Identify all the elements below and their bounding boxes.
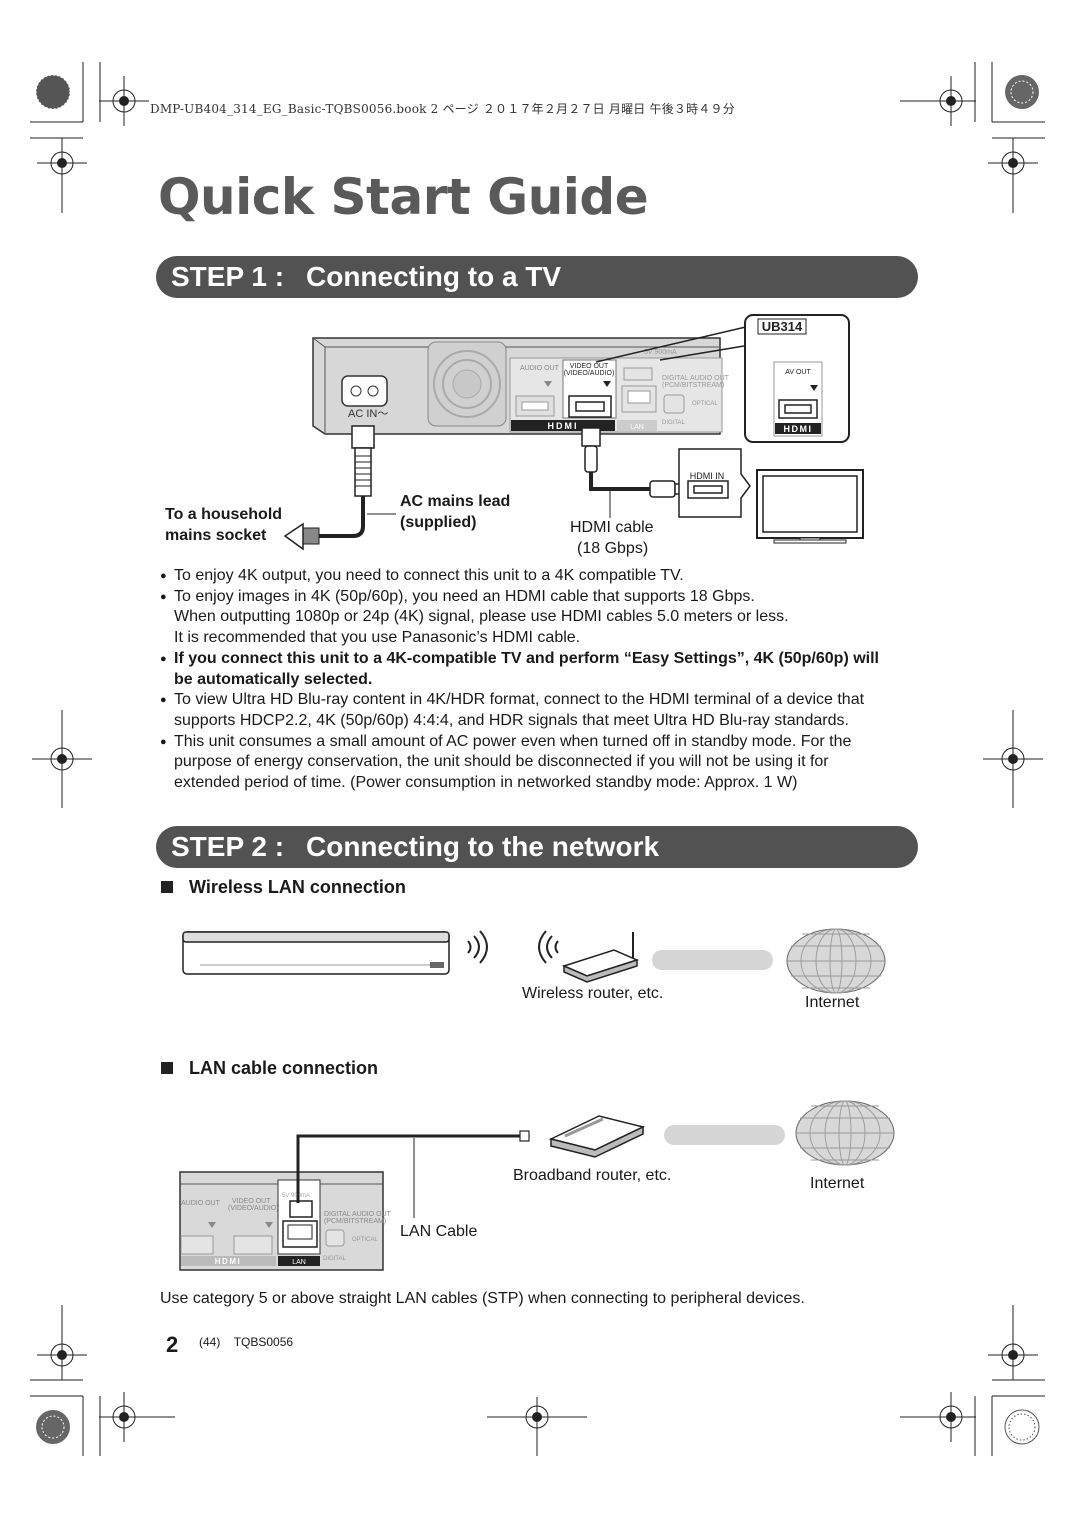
ac-in-label: AC IN～	[348, 408, 388, 420]
square-bullet-icon	[161, 881, 173, 893]
video-out-sub-label: (VIDEO/AUDIO)	[564, 370, 615, 377]
lan-panel-lan-label: LAN	[292, 1259, 306, 1266]
hdmi-cable-label-line2: (18 Gbps)	[577, 540, 649, 557]
lan-footnote: Use category 5 or above straight LAN cab…	[160, 1290, 805, 1307]
note-line: supports HDCP2.2, 4K (50p/60p) 4:4:4, an…	[174, 711, 849, 729]
wireless-router-label: Wireless router, etc.	[522, 985, 664, 1002]
lan-panel-audio-out: AUDIO OUT	[181, 1200, 221, 1207]
wireless-router-icon	[561, 932, 640, 983]
note-line: If you connect this unit to a 4K-compati…	[174, 649, 879, 667]
socket-label-line1: To a household	[165, 506, 283, 523]
lan-port-label: LAN	[630, 424, 644, 431]
lan-rear-panel: AUDIO OUT VIDEO OUT (VIDEO/AUDIO) 5V 900…	[179, 1171, 392, 1271]
note-line: This unit consumes a small amount of AC …	[174, 732, 852, 750]
step1-notes: To enjoy 4K output, you need to connect …	[160, 566, 920, 794]
step2-banner: STEP 2 : Connecting to the network	[156, 826, 918, 868]
internet-globe-icon	[786, 928, 886, 994]
player-front-icon	[182, 931, 450, 975]
optical-label: OPTICAL	[692, 401, 718, 407]
lan-panel-digital: DIGITAL AUDIO OUT	[324, 1211, 392, 1218]
player-rear-panel: AC IN～ AUDIO OUT VIDEO OUT (VIDEO/AUDIO)…	[312, 337, 730, 435]
step2-number: STEP 2 :	[171, 831, 285, 862]
tv-hdmi-in-panel: HDMI IN	[678, 448, 751, 518]
file-header: DMP-UB404_314_EG_Basic-TQBS0056.book 2 ペ…	[150, 102, 735, 116]
video-out-label: VIDEO OUT	[570, 363, 609, 370]
lan-cable	[296, 1130, 530, 1218]
note-line: purpose of energy conservation, the unit…	[174, 753, 829, 771]
note-item: To enjoy images in 4K (50p/60p), you nee…	[160, 587, 920, 649]
note-item: If you connect this unit to a 4K-compati…	[160, 649, 920, 690]
ac-inlet-icon	[341, 375, 388, 407]
lan-panel-usb-spec: 5V 900mA	[282, 1193, 310, 1199]
ub314-inset-panel: UB314 AV OUT HDMI	[744, 314, 850, 443]
ac-lead-label-line1: AC mains lead	[400, 493, 511, 510]
fan-grille-icon	[427, 341, 507, 427]
lan-heading-text: LAN cable connection	[189, 1058, 379, 1078]
digital-audio-label: DIGITAL AUDIO OUT	[662, 375, 730, 382]
note-item: To enjoy 4K output, you need to connect …	[160, 566, 920, 587]
wireless-link-bar	[652, 950, 773, 970]
model-badge: UB314	[762, 319, 803, 334]
page-code: (44) TQBS0056	[199, 1335, 293, 1349]
lan-panel-hdmi-logo: HDMI	[215, 1257, 241, 1266]
square-bullet-icon	[161, 1062, 173, 1074]
doc-code: TQBS0056	[233, 1335, 294, 1349]
wireless-internet-label: Internet	[805, 994, 860, 1011]
av-out-label: AV OUT	[785, 369, 811, 376]
note-line: To enjoy 4K output, you need to connect …	[174, 567, 684, 584]
hdmi-cable-label-line1: HDMI cable	[570, 519, 654, 536]
wireless-heading: Wireless LAN connection	[161, 877, 406, 898]
step1-title: Connecting to a TV	[306, 261, 562, 292]
hdmi-in-label: HDMI IN	[690, 471, 725, 481]
lan-internet-label: Internet	[810, 1175, 865, 1192]
digital-audio-sub-label: (PCM/BITSTREAM)	[662, 382, 724, 389]
page-number: 2	[166, 1332, 179, 1357]
note-line: When outputting 1080p or 24p (4K) signal…	[174, 608, 789, 626]
ac-mains-lead	[283, 425, 396, 551]
lan-panel-dolby: DIGITAL	[323, 1256, 347, 1262]
socket-label-line2: mains socket	[165, 527, 267, 544]
lan-heading: LAN cable connection	[161, 1058, 378, 1079]
page-ref: (44)	[199, 1335, 221, 1349]
panel-hdmi-logo: HDMI	[784, 424, 813, 434]
hdmi-logo: HDMI	[548, 421, 579, 431]
wireless-heading-text: Wireless LAN connection	[189, 877, 406, 897]
ac-lead-label-line2: (supplied)	[400, 514, 477, 531]
note-line: To view Ultra HD Blu-ray content in 4K/H…	[174, 691, 865, 709]
note-item: To view Ultra HD Blu-ray content in 4K/H…	[160, 690, 920, 731]
broadband-router-icon	[548, 1115, 646, 1158]
lan-panel-video-out: VIDEO OUT	[232, 1198, 271, 1205]
tv-icon	[756, 469, 864, 544]
step1-number: STEP 1 :	[171, 261, 285, 292]
lan-panel-video-out-sub: (VIDEO/AUDIO)	[228, 1205, 279, 1212]
page-title: Quick Start Guide	[158, 168, 649, 226]
lan-panel-digital-sub: (PCM/BITSTREAM)	[324, 1218, 386, 1225]
lan-panel-optical: OPTICAL	[352, 1237, 378, 1243]
lan-cable-label: LAN Cable	[400, 1223, 478, 1240]
step1-banner: STEP 1 : Connecting to a TV	[156, 256, 918, 298]
note-line: It is recommended that you use Panasonic…	[174, 629, 581, 647]
note-line: be automatically selected.	[174, 670, 373, 688]
note-line: extended period of time. (Power consumpt…	[174, 774, 798, 792]
step2-title: Connecting to the network	[306, 831, 660, 862]
internet-globe-icon	[795, 1100, 895, 1166]
note-item: This unit consumes a small amount of AC …	[160, 732, 920, 794]
wireless-signal-icon	[467, 930, 559, 964]
note-line: To enjoy images in 4K (50p/60p), you nee…	[174, 587, 755, 605]
usb-spec-label: 5V 900mA	[644, 349, 677, 356]
audio-out-label: AUDIO OUT	[520, 365, 560, 372]
broadband-router-label: Broadband router, etc.	[513, 1167, 672, 1184]
lan-link-bar	[664, 1125, 785, 1145]
dolby-label: DIGITAL	[662, 420, 686, 426]
hdmi-cable	[581, 427, 688, 518]
